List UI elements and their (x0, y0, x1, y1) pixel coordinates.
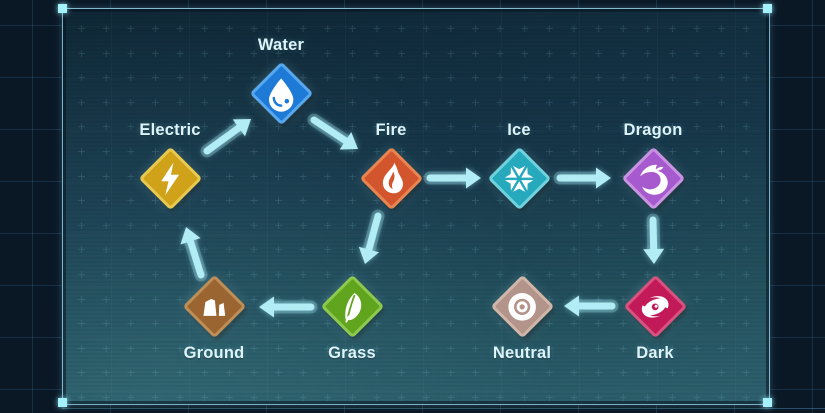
dragon-icon (634, 158, 673, 198)
element-label-dark: Dark (636, 344, 674, 362)
element-label-dragon: Dragon (623, 121, 683, 139)
dark-icon (636, 285, 675, 327)
panel-corner-top-right (763, 4, 772, 13)
element-node-electric: Electric (138, 121, 202, 210)
element-diamond-water (249, 61, 313, 125)
element-diamond-ice (487, 146, 551, 210)
element-label-water: Water (257, 36, 305, 54)
element-diamond-neutral (490, 274, 554, 338)
element-label-ground: Ground (183, 344, 245, 362)
element-label-grass: Grass (328, 344, 376, 362)
element-label-fire: Fire (375, 121, 407, 139)
panel-corner-bottom-right (763, 398, 772, 407)
panel-bottom-divider (62, 408, 825, 409)
ice-icon (500, 158, 539, 198)
panel-corner-top-left (58, 4, 67, 13)
element-diamond-fire (359, 146, 423, 210)
element-node-neutral: Neutral (490, 274, 554, 362)
element-diamond-electric (138, 146, 202, 210)
element-diamond-dragon (621, 146, 685, 210)
panel-corner-bottom-left (58, 398, 67, 407)
element-label-neutral: Neutral (492, 344, 552, 362)
water-icon (262, 73, 301, 113)
element-node-grass: Grass (320, 274, 384, 362)
element-node-ground: Ground (182, 274, 246, 362)
element-label-ice: Ice (507, 121, 531, 139)
electric-icon (151, 158, 190, 198)
fire-icon (372, 158, 411, 198)
element-node-ice: Ice (487, 121, 551, 210)
element-node-fire: Fire (359, 121, 423, 210)
grass-icon (333, 286, 372, 326)
element-node-dragon: Dragon (621, 121, 685, 210)
ground-icon (195, 287, 233, 325)
element-diamond-dark (623, 274, 687, 338)
neutral-icon (503, 284, 542, 328)
element-diamond-ground (182, 274, 246, 338)
element-node-dark: Dark (623, 274, 687, 362)
element-diamond-grass (320, 274, 384, 338)
element-label-electric: Electric (139, 121, 201, 139)
element-node-water: Water (249, 36, 313, 125)
